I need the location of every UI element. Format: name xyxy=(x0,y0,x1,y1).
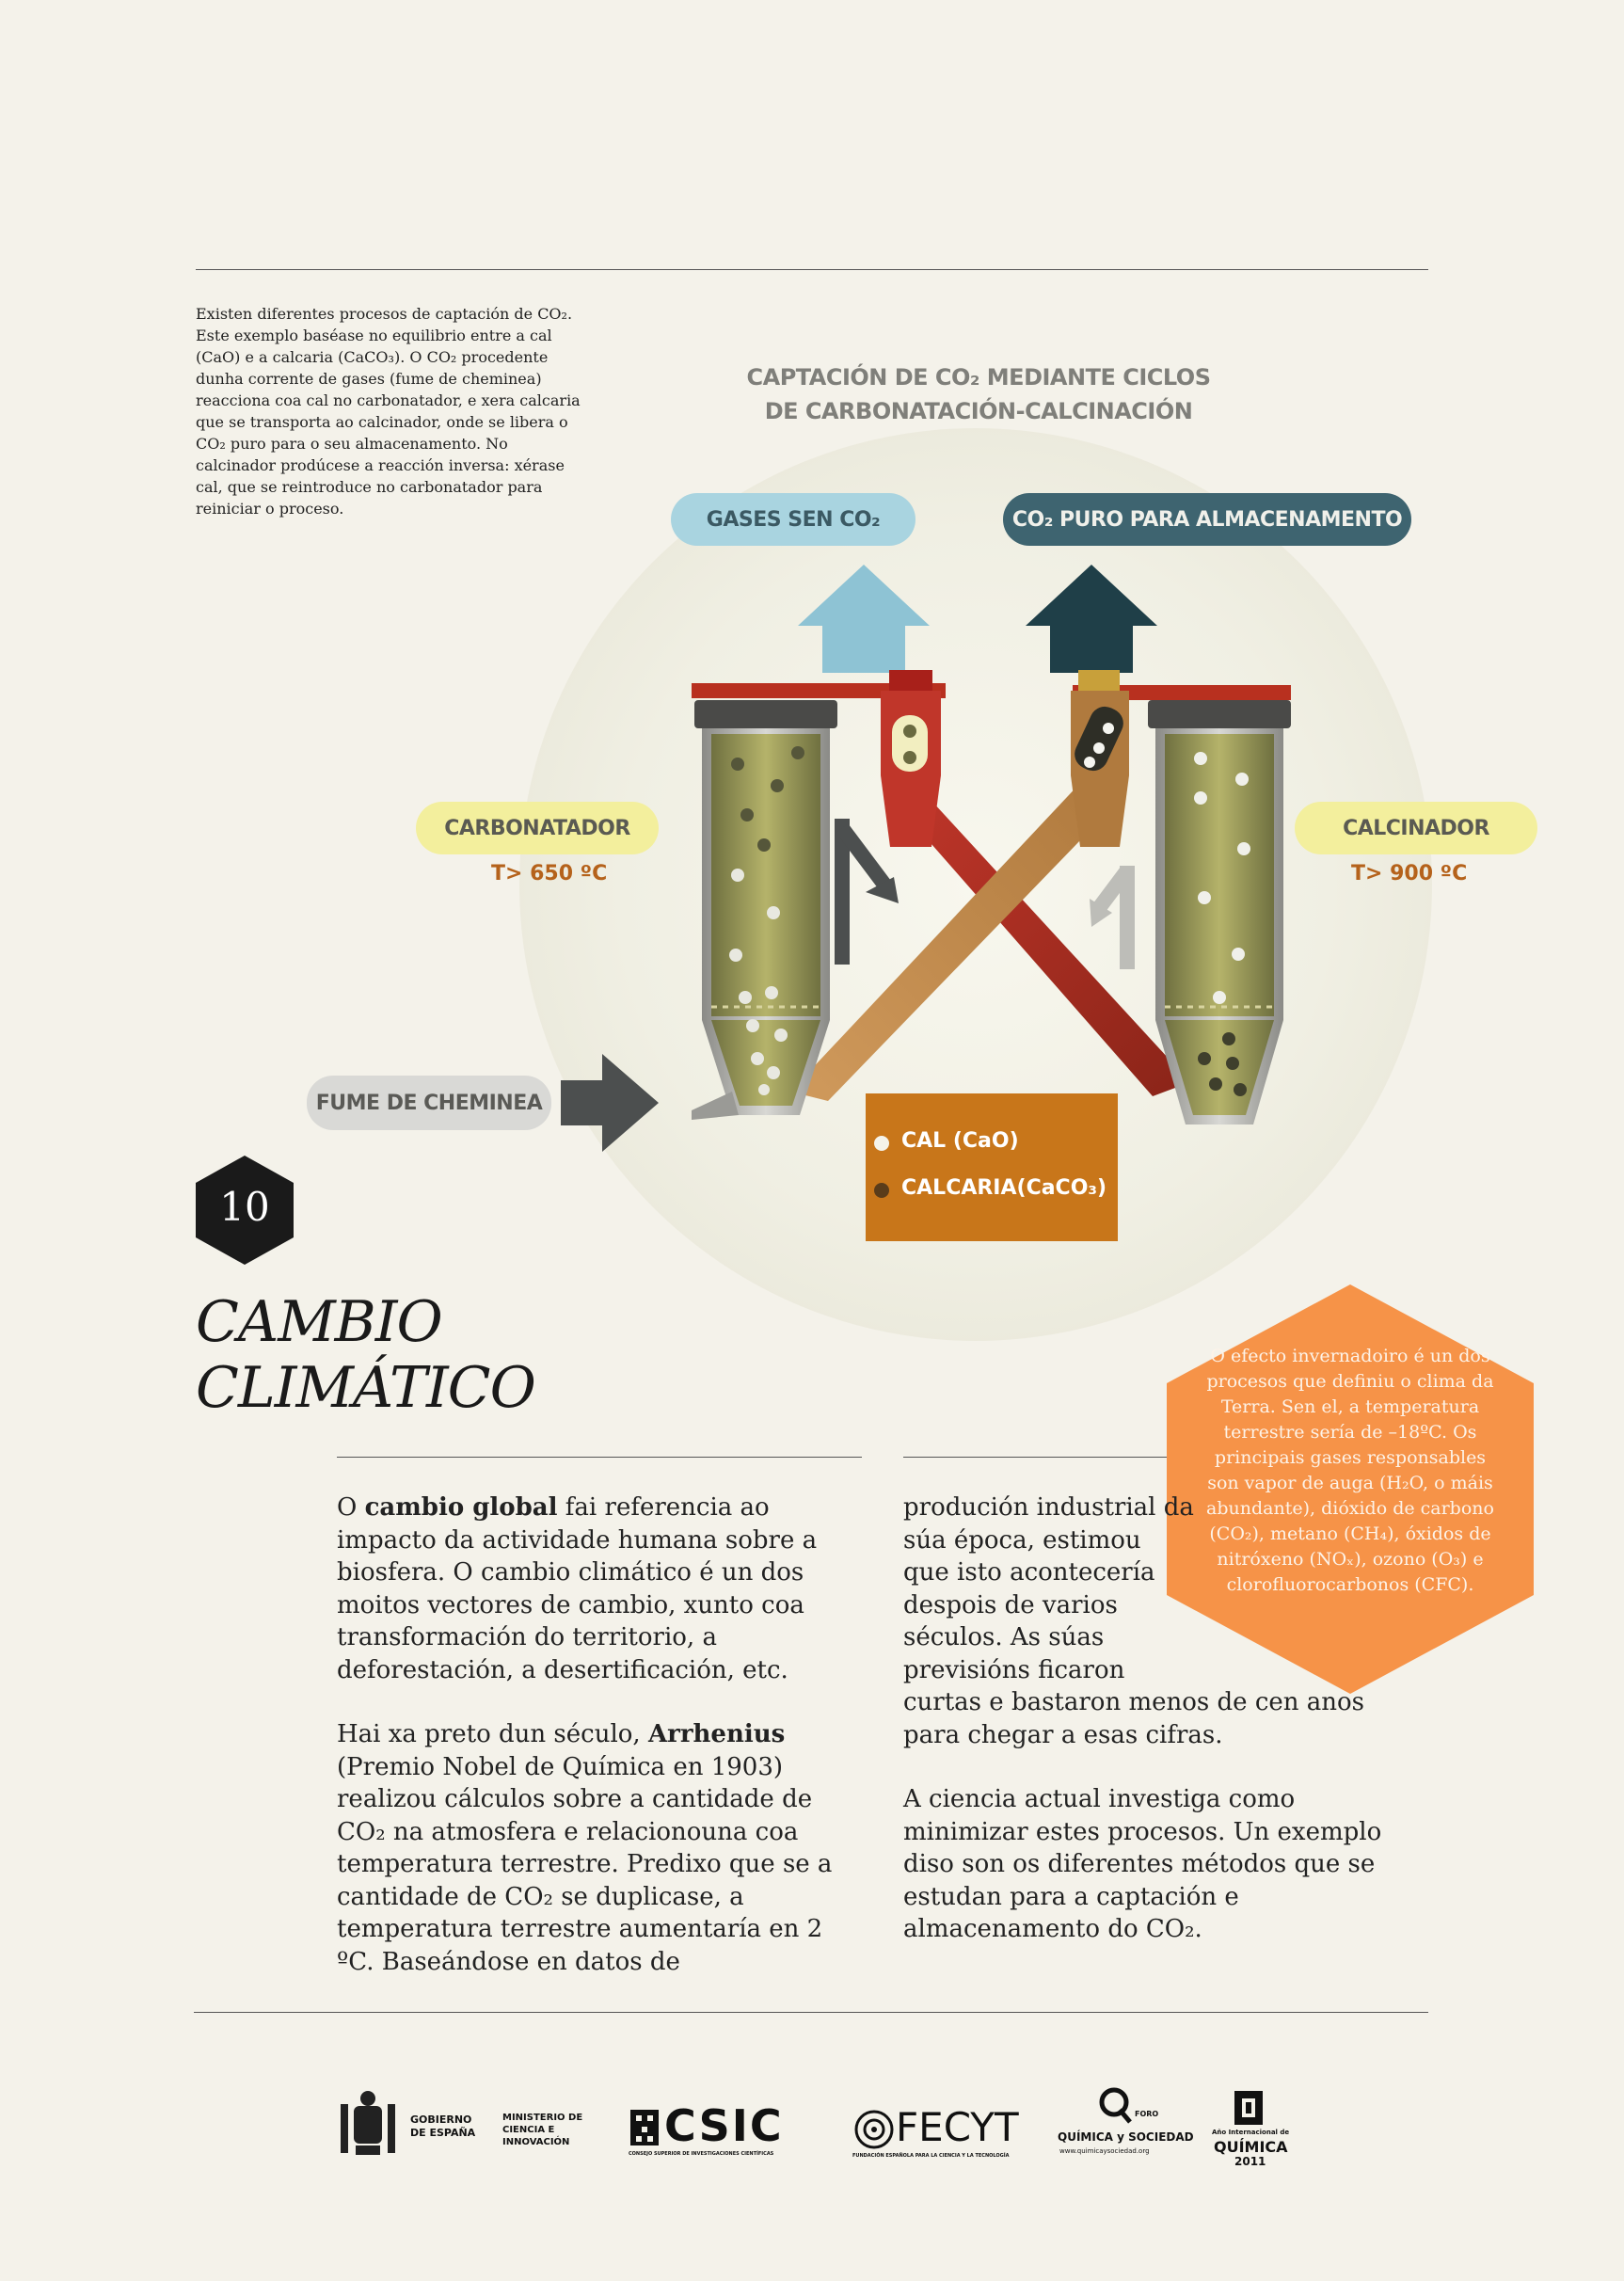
calcinador-temp: T> 900 ºC xyxy=(1351,862,1468,885)
anio-quimica-icon xyxy=(1234,2091,1263,2125)
co2-puro-label: CO₂ PURO PARA ALMACENAMENTO xyxy=(1011,507,1403,532)
diagram-title-line1: CAPTACIÓN DE CO₂ MEDIANTE CICLOS xyxy=(746,364,1212,391)
anio-logo-year: 2011 xyxy=(1234,2155,1266,2168)
foro-logo-top: FORO xyxy=(1135,2110,1159,2118)
sidebar-hexagon xyxy=(1167,1284,1534,1694)
transfer-pipe-cal xyxy=(790,781,1110,1101)
csic-emblem-icon xyxy=(630,2110,659,2145)
legend-box xyxy=(866,1093,1118,1241)
fume-de-cheminea-label: FUME DE CHEMINEA xyxy=(315,1091,543,1115)
transfer-pipe-calcaria xyxy=(884,790,1190,1096)
carbonatador-reactor xyxy=(692,700,837,1120)
calcinador-pill: CALCINADOR xyxy=(1295,802,1537,854)
co2-up-arrow xyxy=(1026,565,1157,673)
carbonatador-cyclone xyxy=(881,670,941,847)
legend-cal-dot xyxy=(874,1136,889,1151)
gases-sen-co2-pill: GASES SEN CO₂ xyxy=(671,493,915,546)
chapter-number-hexagon xyxy=(196,1156,294,1265)
col2-paragraph-1: produción industrial da súa época, estim… xyxy=(903,1493,1365,1749)
intro-text: Existen diferentes procesos de captación… xyxy=(196,305,581,518)
fume-arrow xyxy=(561,1054,659,1152)
foro-q-icon xyxy=(1099,2087,1132,2124)
foro-logo-subtext: www.quimicaysociedad.org xyxy=(1059,2147,1150,2155)
gases-up-arrow xyxy=(798,565,930,673)
cambio-global-bold: cambio global xyxy=(364,1493,558,1522)
col1-rule xyxy=(337,1457,862,1458)
fecyt-logo-text: FECYT xyxy=(896,2104,1019,2150)
page-title: CAMBIO CLIMÁTICO xyxy=(196,1289,536,1421)
gases-sen-co2-label: GASES SEN CO₂ xyxy=(706,507,881,532)
legend-cal-text: CAL (CaO) xyxy=(901,1129,1019,1153)
fecyt-seal-icon xyxy=(854,2110,894,2149)
anio-logo-text: Año Internacional de xyxy=(1212,2129,1290,2136)
csic-logo-text: CSIC xyxy=(664,2100,784,2151)
carbonatador-temp: T> 650 ºC xyxy=(491,862,608,885)
sidebar-hexagon-text: O efecto invernadoiro é un dos procesos … xyxy=(1206,1346,1494,1595)
anio-logo-quimica: QUÍMICA xyxy=(1214,2138,1288,2156)
top-rule xyxy=(196,269,1428,270)
col1-paragraph-2: Hai xa preto dun século, Arrhenius (Prem… xyxy=(337,1720,833,1976)
co2-puro-pill: CO₂ PURO PARA ALMACENAMENTO xyxy=(1003,493,1411,546)
page-title-line2: CLIMÁTICO xyxy=(196,1355,536,1421)
ministerio-logo-text: MINISTERIO DE CIENCIA E INNOVACIÓN xyxy=(502,2113,583,2147)
page-title-line1: CAMBIO xyxy=(196,1289,443,1355)
calcinador-cyclone xyxy=(1071,670,1129,847)
arrhenius-bold: Arrhenius xyxy=(647,1720,786,1748)
diagram-title: CAPTACIÓN DE CO₂ MEDIANTE CICLOS DE CARB… xyxy=(724,360,1233,428)
legend-calcaria-dot xyxy=(874,1183,889,1198)
diagram-title-line2: DE CARBONATACIÓN-CALCINACIÓN xyxy=(764,398,1193,424)
csic-logo-subtext: CONSEJO SUPERIOR DE INVESTIGACIONES CIEN… xyxy=(629,2151,774,2157)
carbonatador-label: CARBONATADOR xyxy=(444,816,630,840)
body-column-2: produción industrial da súa época, estim… xyxy=(903,1491,1393,1978)
calcinador-reactor xyxy=(1148,700,1291,1125)
col2-paragraph-2: A ciencia actual investiga como minimiza… xyxy=(903,1785,1382,1943)
legend-calcaria-text: CALCARIA(CaCO₃) xyxy=(901,1176,1107,1200)
gobierno-logo-text: GOBIERNO DE ESPAÑA xyxy=(410,2114,476,2139)
col1-paragraph-1: O cambio global fai referencia ao impact… xyxy=(337,1493,818,1684)
chapter-number: 10 xyxy=(219,1184,270,1230)
foro-logo-text: QUÍMICA y SOCIEDAD xyxy=(1058,2130,1194,2144)
spain-coat-of-arms-icon xyxy=(341,2091,395,2155)
col2-rule xyxy=(903,1457,1167,1458)
sponsor-logos: GOBIERNO DE ESPAÑA MINISTERIO DE CIENCIA… xyxy=(0,2087,1624,2172)
fume-de-cheminea-pill: FUME DE CHEMINEA xyxy=(307,1076,551,1130)
fecyt-logo-subtext: FUNDACIÓN ESPAÑOLA PARA LA CIENCIA Y LA … xyxy=(852,2153,1010,2159)
carbonatador-pill: CARBONATADOR xyxy=(416,802,659,854)
calcinador-label: CALCINADOR xyxy=(1343,816,1489,840)
bottom-rule xyxy=(194,2012,1428,2013)
body-column-1: O cambio global fai referencia ao impact… xyxy=(337,1491,864,2010)
